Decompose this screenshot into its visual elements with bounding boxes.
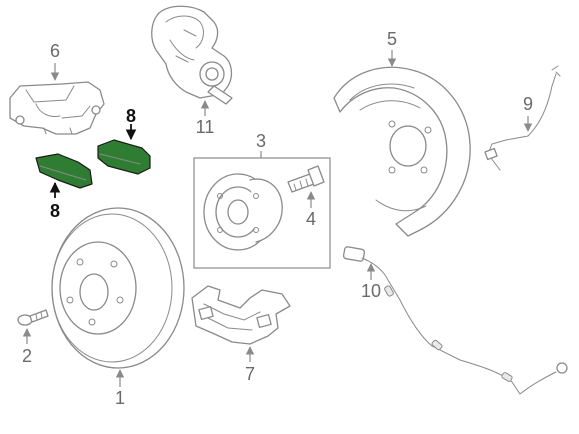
- part-hub-bolt[interactable]: [287, 165, 325, 193]
- callout-1: 1: [115, 388, 125, 408]
- part-brake-rotor[interactable]: [51, 207, 185, 369]
- callout-4: 4: [306, 209, 316, 229]
- part-abs-sensor[interactable]: [342, 246, 568, 395]
- callout-11: 11: [196, 117, 215, 137]
- part-knuckle[interactable]: [151, 5, 233, 105]
- part-brake-pad-upper[interactable]: [97, 139, 151, 175]
- part-rotor-screw[interactable]: [17, 309, 49, 326]
- hub-assembly-box: [193, 157, 331, 269]
- callout-8-top: 8: [126, 106, 136, 126]
- callout-6: 6: [50, 41, 60, 61]
- part-brake-pad-lower[interactable]: [35, 153, 93, 189]
- part-brake-hose[interactable]: [484, 65, 561, 171]
- callout-10: 10: [361, 281, 381, 301]
- callout-5: 5: [387, 29, 397, 49]
- callout-2: 2: [22, 346, 32, 366]
- part-hub-bearing[interactable]: [203, 173, 283, 251]
- part-caliper-bracket[interactable]: [191, 285, 291, 345]
- callout-3: 3: [256, 131, 266, 151]
- part-splash-shield[interactable]: [333, 66, 471, 237]
- part-caliper[interactable]: [9, 81, 105, 135]
- callout-8-bottom: 8: [50, 201, 60, 221]
- callout-9: 9: [523, 94, 533, 114]
- callout-7: 7: [245, 364, 255, 384]
